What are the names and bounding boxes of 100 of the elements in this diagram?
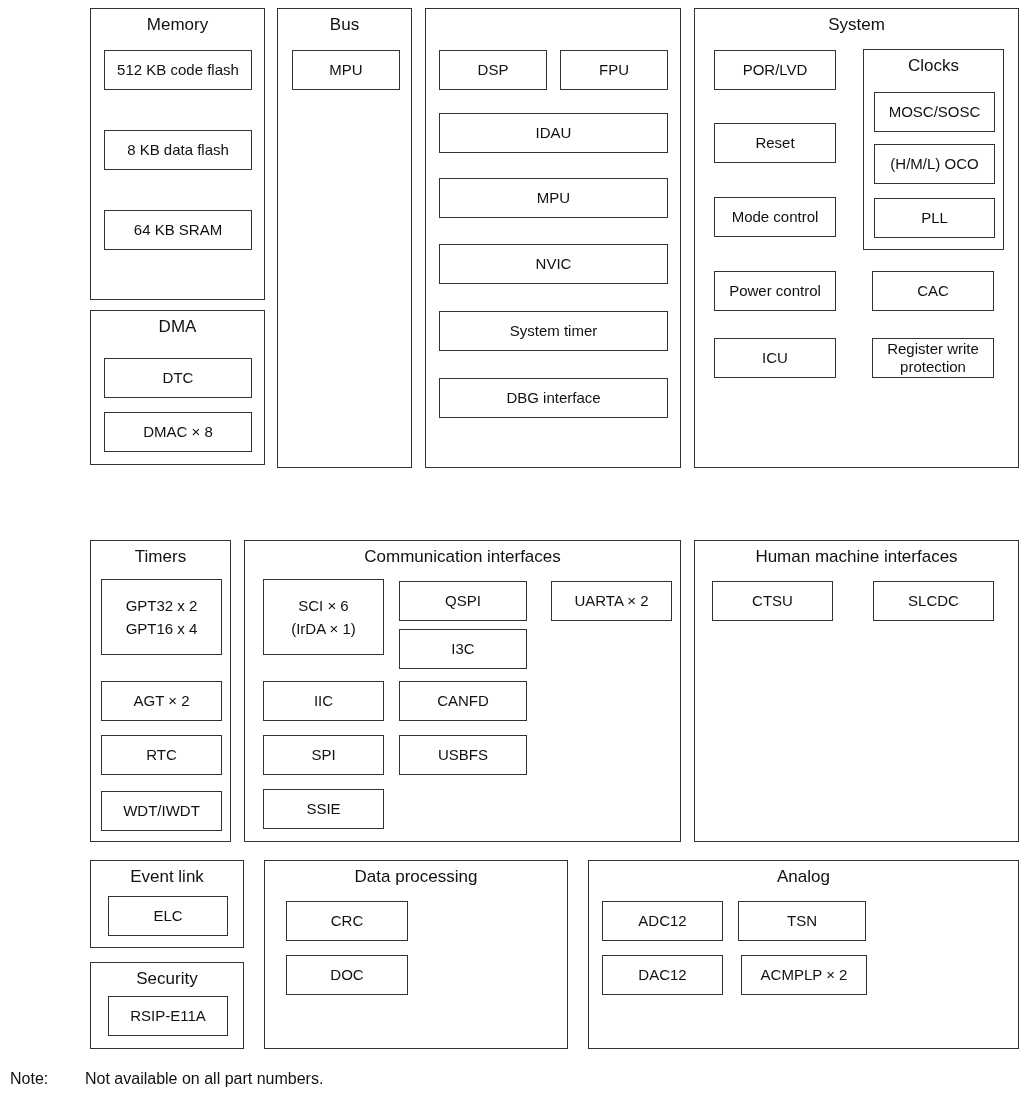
module-box xyxy=(439,178,668,218)
module-label: System timer xyxy=(509,321,598,341)
module-label: IDAU xyxy=(535,123,572,143)
panel-title: Human machine interfaces xyxy=(755,547,958,567)
module-label: MOSC/SOSC xyxy=(888,102,981,122)
module-label: SPI xyxy=(311,745,336,765)
module-label: CANFD xyxy=(437,691,489,711)
module-box xyxy=(872,271,994,311)
module-box xyxy=(101,579,222,655)
module-box xyxy=(104,358,252,398)
module-box xyxy=(872,338,994,378)
block-panel xyxy=(90,962,244,1049)
module-box xyxy=(263,681,384,721)
module-box xyxy=(874,144,995,184)
module-label: Reset xyxy=(755,133,795,153)
module-box xyxy=(263,735,384,775)
module-box xyxy=(286,901,408,941)
module-label: SCI × 6 xyxy=(298,595,349,615)
module-label: DOC xyxy=(330,965,364,985)
panel-title: Clocks xyxy=(908,56,959,76)
module-label: DBG interface xyxy=(506,388,601,408)
module-label: (H/M/L) OCO xyxy=(890,154,979,174)
module-label: Mode control xyxy=(731,207,819,227)
module-box xyxy=(602,955,723,995)
module-label: CTSU xyxy=(752,591,793,611)
block-panel xyxy=(863,49,1004,250)
module-label: DSP xyxy=(477,60,509,80)
block-panel xyxy=(90,860,244,948)
module-box xyxy=(292,50,400,90)
module-box xyxy=(873,581,994,621)
module-box xyxy=(399,681,527,721)
module-box xyxy=(399,735,527,775)
module-label: CAC xyxy=(917,281,949,301)
module-box xyxy=(104,50,252,90)
panel-title: Security xyxy=(136,969,198,989)
module-box xyxy=(439,113,668,153)
module-label: 512 KB code flash xyxy=(117,60,239,80)
note-label: Note: xyxy=(10,1070,49,1088)
module-box xyxy=(101,681,222,721)
module-label: QSPI xyxy=(445,591,481,611)
panel-title: Analog xyxy=(777,867,830,887)
module-box xyxy=(263,579,384,655)
module-label: SSIE xyxy=(306,799,341,819)
module-box xyxy=(439,378,668,418)
panel-title: DMA xyxy=(158,317,197,337)
module-box xyxy=(874,92,995,132)
module-label: USBFS xyxy=(438,745,488,765)
module-box xyxy=(101,791,222,831)
module-label: NVIC xyxy=(535,254,572,274)
module-label: POR/LVD xyxy=(742,60,808,80)
module-label: 8 KB data flash xyxy=(127,140,229,160)
module-box xyxy=(399,581,527,621)
panel-title: Bus xyxy=(329,15,360,35)
module-box xyxy=(108,996,228,1036)
block-panel xyxy=(277,8,412,468)
block-panel xyxy=(90,540,231,842)
module-box xyxy=(104,210,252,250)
module-label: AGT × 2 xyxy=(133,691,190,711)
module-label: WDT/IWDT xyxy=(123,801,200,821)
panel-title: Communication interfaces xyxy=(364,547,561,567)
module-label: DAC12 xyxy=(638,965,687,985)
module-box xyxy=(602,901,723,941)
block-panel xyxy=(90,8,265,300)
module-label: DMAC × 8 xyxy=(143,422,213,442)
module-box xyxy=(263,789,384,829)
module-label: TSN xyxy=(787,911,817,931)
module-label: (IrDA × 1) xyxy=(291,619,356,639)
module-label: ACMPLP × 2 xyxy=(760,965,848,985)
module-box xyxy=(714,338,836,378)
block-panel xyxy=(425,8,681,468)
panel-title: System xyxy=(828,15,885,35)
module-label: Power control xyxy=(729,281,821,301)
module-box xyxy=(101,735,222,775)
module-label: ADC12 xyxy=(638,911,687,931)
module-label: FPU xyxy=(599,60,629,80)
module-label: RTC xyxy=(146,745,177,765)
module-label: CRC xyxy=(330,911,364,931)
module-label: MPU xyxy=(536,188,571,208)
block-panel xyxy=(264,860,568,1049)
module-label: GPT16 x 4 xyxy=(125,619,198,639)
module-box xyxy=(714,271,836,311)
module-box xyxy=(551,581,672,621)
module-label: GPT32 x 2 xyxy=(125,595,198,615)
module-box xyxy=(738,901,866,941)
module-box xyxy=(286,955,408,995)
module-label: I3C xyxy=(451,639,475,659)
module-box xyxy=(712,581,833,621)
module-label: SLCDC xyxy=(908,591,959,611)
block-panel xyxy=(694,8,1019,468)
module-box xyxy=(108,896,228,936)
module-box xyxy=(714,50,836,90)
module-box xyxy=(714,123,836,163)
module-label: ELC xyxy=(153,906,183,926)
module-box xyxy=(399,629,527,669)
module-label: 64 KB SRAM xyxy=(133,220,223,240)
module-box xyxy=(439,311,668,351)
module-label: PLL xyxy=(921,208,948,228)
module-label: ICU xyxy=(762,348,788,368)
module-box xyxy=(560,50,668,90)
module-box xyxy=(741,955,867,995)
